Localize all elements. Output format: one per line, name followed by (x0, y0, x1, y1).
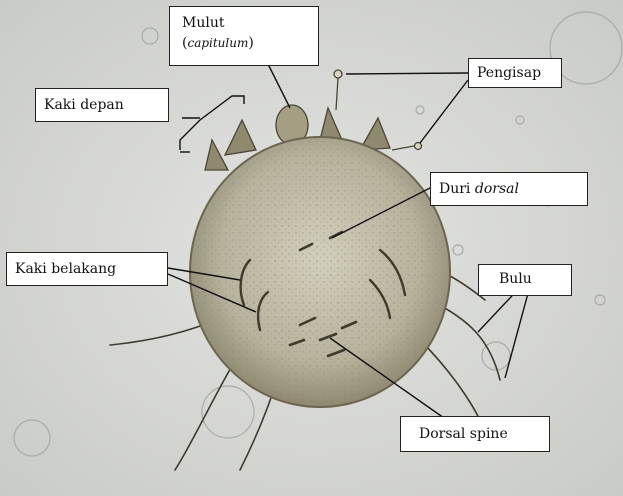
label-mulut: Mulut (capitulum) (169, 6, 319, 66)
label-capitulum: capitulum (187, 36, 248, 50)
paren-close: ) (248, 35, 253, 51)
body-texture (194, 141, 446, 403)
label-dorsal: dorsal (475, 181, 519, 197)
label-kaki-depan: Kaki depan (35, 88, 169, 122)
label-duri: Duri (439, 181, 475, 197)
label-bulu: Bulu (478, 264, 572, 296)
label-duri-dorsal: Duri dorsal (430, 172, 588, 206)
label-mulut-line2: (capitulum) (182, 33, 306, 53)
label-pengisap: Pengisap (468, 58, 562, 88)
label-dorsal-spine: Dorsal spine (400, 416, 550, 452)
label-kaki-belakang: Kaki belakang (6, 252, 168, 286)
label-mulut-line1: Mulut (182, 13, 306, 33)
